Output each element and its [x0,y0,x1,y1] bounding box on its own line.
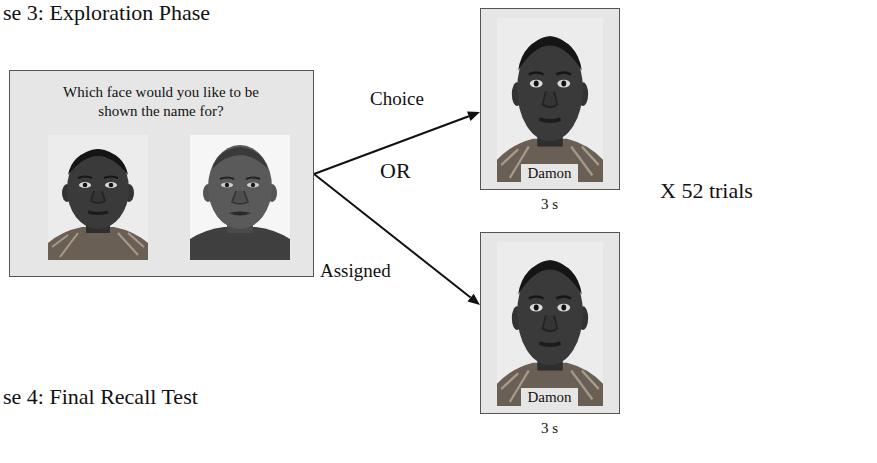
phase-heading: se 3: Exploration Phase [3,0,210,26]
arrow-connector [314,174,480,305]
duration-label: 3 s [490,419,610,438]
face-photo [48,135,148,260]
arrowhead [467,112,480,121]
or-label: OR [380,158,411,184]
name-label: Damon [521,164,577,183]
prompt-text: Which face would you like to be shown th… [46,83,276,121]
face-photo [497,18,603,182]
face-photo [497,242,603,406]
phase-heading: se 4: Final Recall Test [3,384,198,410]
edge-label: Assigned [318,260,393,283]
trial-count: X 52 trials [660,178,753,204]
name-screen: Damon3 s [480,232,620,414]
arrowhead [467,294,480,305]
duration-label: 3 s [490,195,610,214]
connector-line [314,174,471,298]
panel-fill [480,232,620,414]
panel-fill [480,8,620,190]
name-screen: Damon3 s [480,8,620,190]
edge-label: Choice [368,88,426,111]
name-label: Damon [521,388,577,407]
choice-screen: Which face would you like to be shown th… [9,70,314,277]
face-photo [190,135,290,260]
panel-fill [9,70,314,277]
